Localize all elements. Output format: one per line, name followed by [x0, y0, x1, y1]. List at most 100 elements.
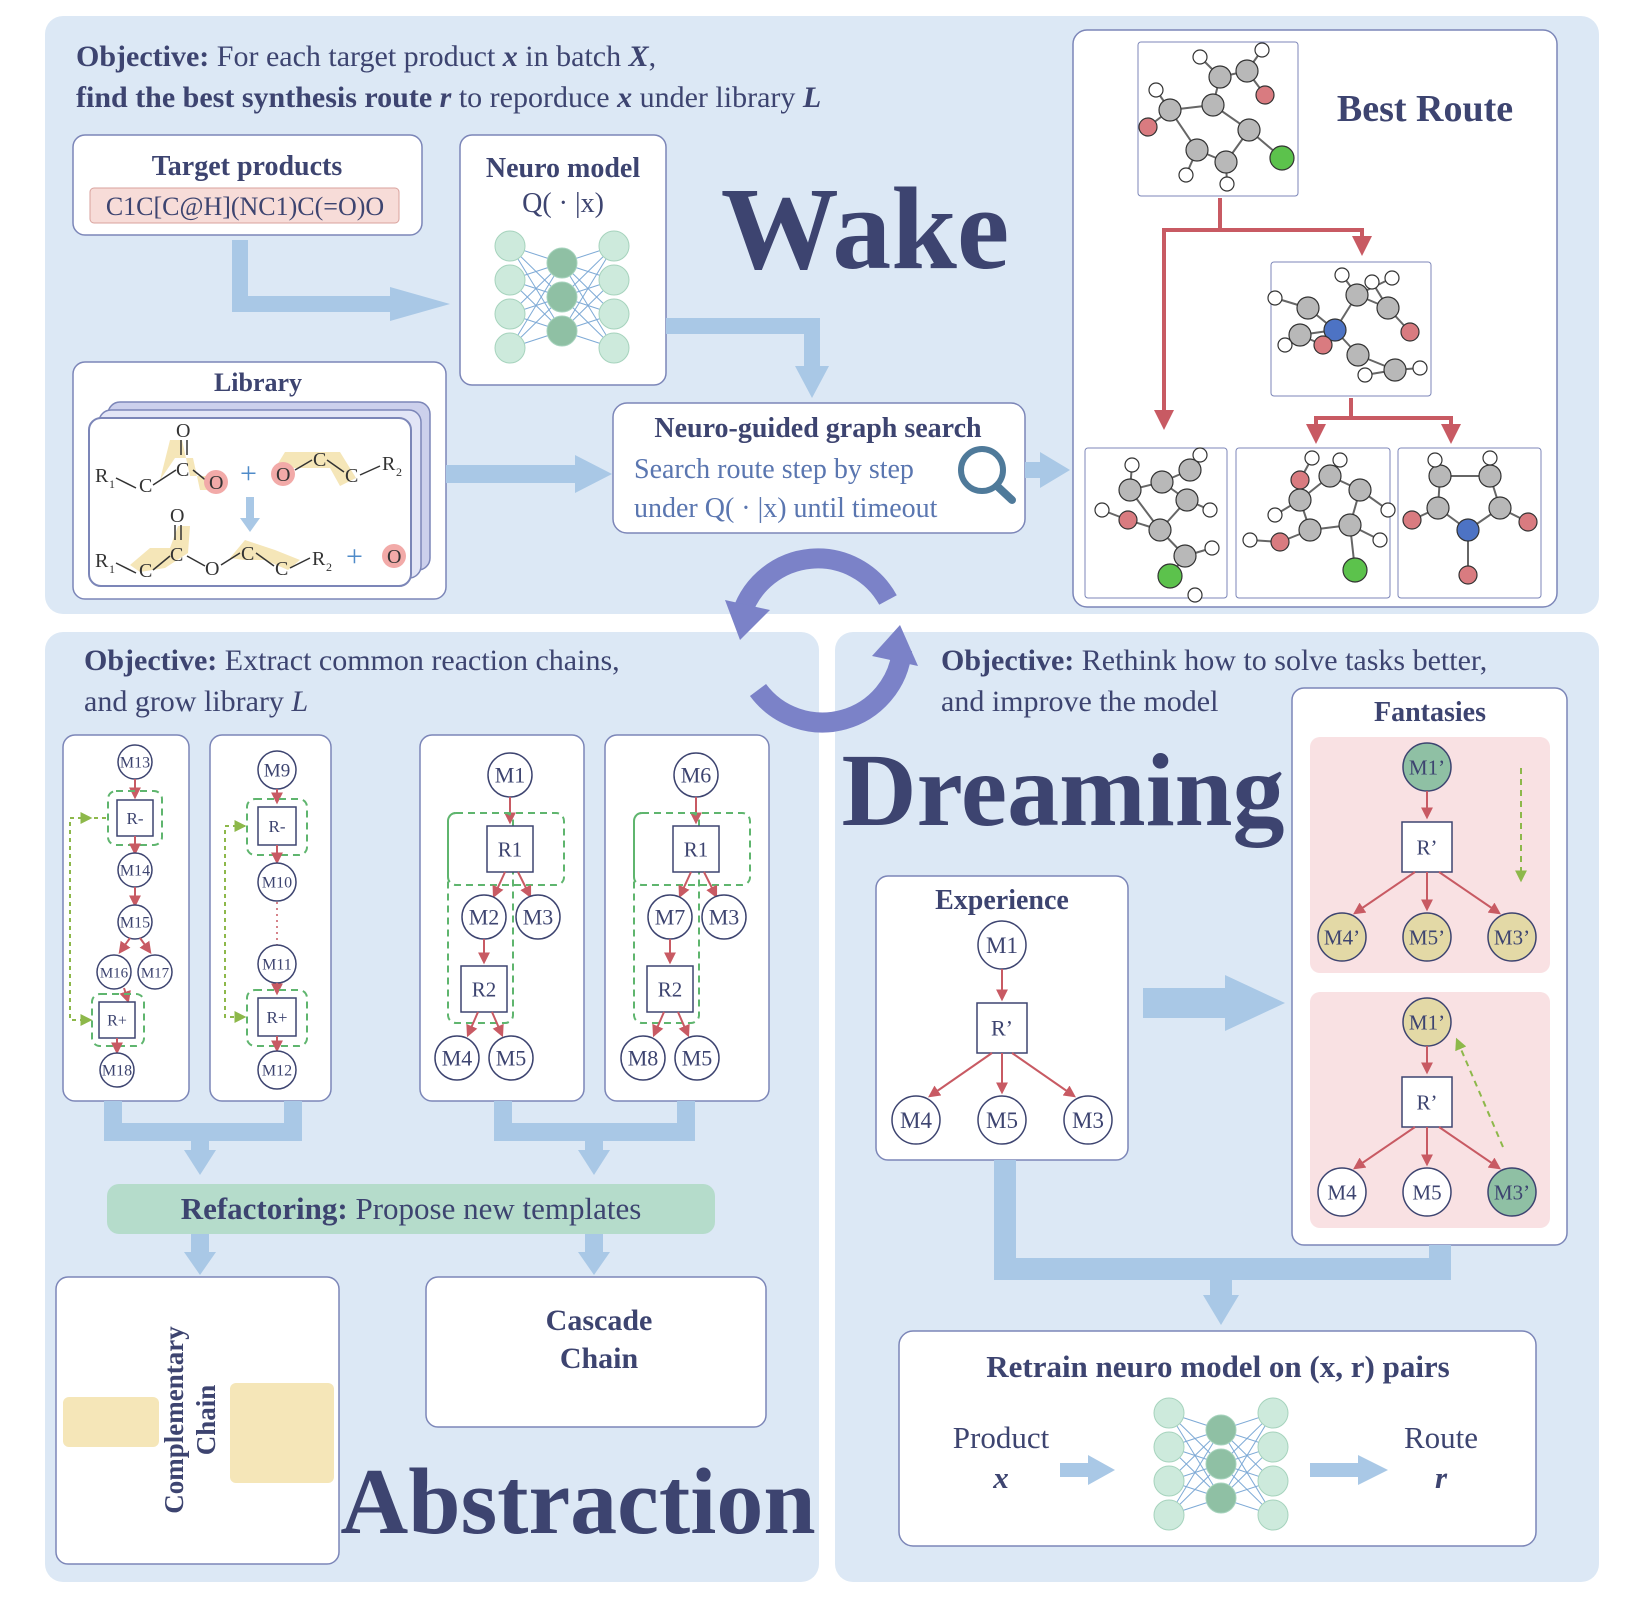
merge-head-right — [578, 1150, 610, 1175]
svg-text:O: O — [205, 558, 219, 580]
wake-objective-line1: Objective: For each target product x in … — [76, 40, 656, 73]
molecule-atom — [1192, 49, 1208, 65]
molecule-atom — [1187, 587, 1203, 603]
molecule-atom — [1118, 478, 1142, 502]
node-label: R2 — [658, 977, 683, 1001]
molecule-atom — [1346, 343, 1370, 367]
node-label: M12 — [262, 1063, 292, 1080]
refactoring-text: Refactoring: Propose new templates — [181, 1191, 642, 1226]
node-label: M10 — [262, 875, 292, 892]
fantasies-title: Fantasies — [1374, 697, 1486, 728]
arrow-head-target — [390, 287, 450, 321]
svg-text:O: O — [276, 464, 290, 486]
edge-arrow — [652, 1011, 665, 1038]
node-label: R- — [269, 817, 286, 836]
nn-edge — [509, 262, 563, 349]
svg-text:C: C — [345, 465, 358, 487]
molecule-atom — [1296, 296, 1320, 320]
molecule-atom — [1313, 335, 1333, 355]
svg-text:R: R — [95, 550, 109, 572]
molecule-atom — [1277, 337, 1293, 353]
molecule-atom — [1334, 267, 1350, 283]
molecule-atom — [1270, 532, 1290, 552]
node-label: M1 — [986, 933, 1018, 958]
molecule-atom — [1426, 496, 1450, 520]
product-label: Product — [953, 1420, 1050, 1455]
arrow-head-exp — [1225, 975, 1285, 1031]
svg-text:2: 2 — [326, 560, 332, 574]
cascade-label-1: Cascade — [546, 1304, 653, 1337]
edge-arrow — [703, 871, 718, 899]
molecule-atom — [1118, 510, 1138, 530]
molecule-atom — [1304, 450, 1320, 466]
molecule-atom — [1348, 478, 1372, 502]
wake-label: Wake — [721, 163, 1010, 294]
wake-objective-line2: find the best synthesis route r to repor… — [76, 81, 821, 114]
edge-arrow — [678, 871, 692, 899]
target-products-title: Target products — [152, 151, 343, 182]
node-molecule — [257, 1050, 297, 1090]
node-label: R1 — [498, 837, 523, 861]
molecule-atom — [1342, 557, 1368, 583]
node-label: M8 — [628, 1046, 659, 1071]
refactor-head-right — [578, 1252, 610, 1275]
molecule-atom — [1428, 464, 1452, 488]
molecule-atom — [1332, 452, 1348, 468]
arrow-neuro-to-search — [666, 318, 820, 370]
molecule-atom — [1482, 450, 1498, 466]
edge-arrow — [517, 871, 532, 899]
svg-text:+: + — [240, 457, 257, 490]
neural-net-icon — [494, 230, 630, 364]
nn-node — [494, 264, 526, 296]
node-label: M3 — [709, 905, 740, 930]
svg-text:O: O — [176, 420, 190, 442]
node-label: M16 — [100, 965, 129, 981]
node-molecule — [1402, 912, 1452, 962]
molecule-atom — [1124, 457, 1140, 473]
molecule-atom — [1290, 470, 1310, 490]
svg-text:O: O — [209, 472, 223, 494]
molecule-atom — [1383, 358, 1407, 382]
node-label: M4 — [442, 1046, 473, 1071]
node-reaction — [116, 799, 154, 837]
arrow-head-neuro — [795, 366, 829, 398]
molecule-atom — [1357, 367, 1373, 383]
molecule-atom — [1173, 544, 1197, 568]
complementary-label-2: Chain — [191, 1385, 221, 1456]
node-label: M9 — [264, 761, 290, 782]
refactoring-bar — [107, 1184, 715, 1234]
svg-text:+: + — [346, 540, 363, 573]
nn-node — [598, 298, 630, 330]
node-label: M4’ — [1324, 925, 1360, 949]
arrow-to-retrain — [994, 1160, 1451, 1300]
refactor-head-left — [184, 1252, 216, 1275]
template-highlight — [246, 989, 308, 1047]
node-reaction — [486, 825, 534, 873]
neural-net-icon-retrain — [1153, 1397, 1289, 1531]
dreaming-label: Dreaming — [842, 733, 1285, 848]
dashed-link — [1455, 1037, 1504, 1148]
nn-node — [1257, 1397, 1289, 1429]
node-label: M5’ — [1409, 925, 1445, 949]
node-molecule — [488, 1035, 534, 1081]
compl-highlight-2 — [230, 1383, 334, 1483]
route-var: r — [1435, 1460, 1448, 1495]
molecule-atom — [1518, 512, 1538, 532]
graph-search-title: Neuro-guided graph search — [654, 413, 982, 444]
molecule-atom — [1338, 513, 1362, 537]
molecule-atom — [1204, 540, 1220, 556]
node-molecule — [891, 1095, 941, 1145]
cascade-chain-box — [425, 1276, 767, 1428]
arrow-target-to-neuro — [232, 240, 392, 312]
merge-head-left — [184, 1150, 216, 1175]
node-molecule — [977, 1095, 1027, 1145]
nn-node — [598, 332, 630, 364]
svg-text:C: C — [139, 560, 152, 582]
template-highlight — [447, 812, 514, 1024]
edge-arrow — [677, 1011, 690, 1038]
node-reaction — [460, 965, 508, 1013]
svg-text:2: 2 — [396, 465, 402, 479]
nn-node — [1153, 1431, 1185, 1463]
molecule-atom — [1208, 65, 1232, 89]
molecule-atom — [1402, 510, 1422, 530]
